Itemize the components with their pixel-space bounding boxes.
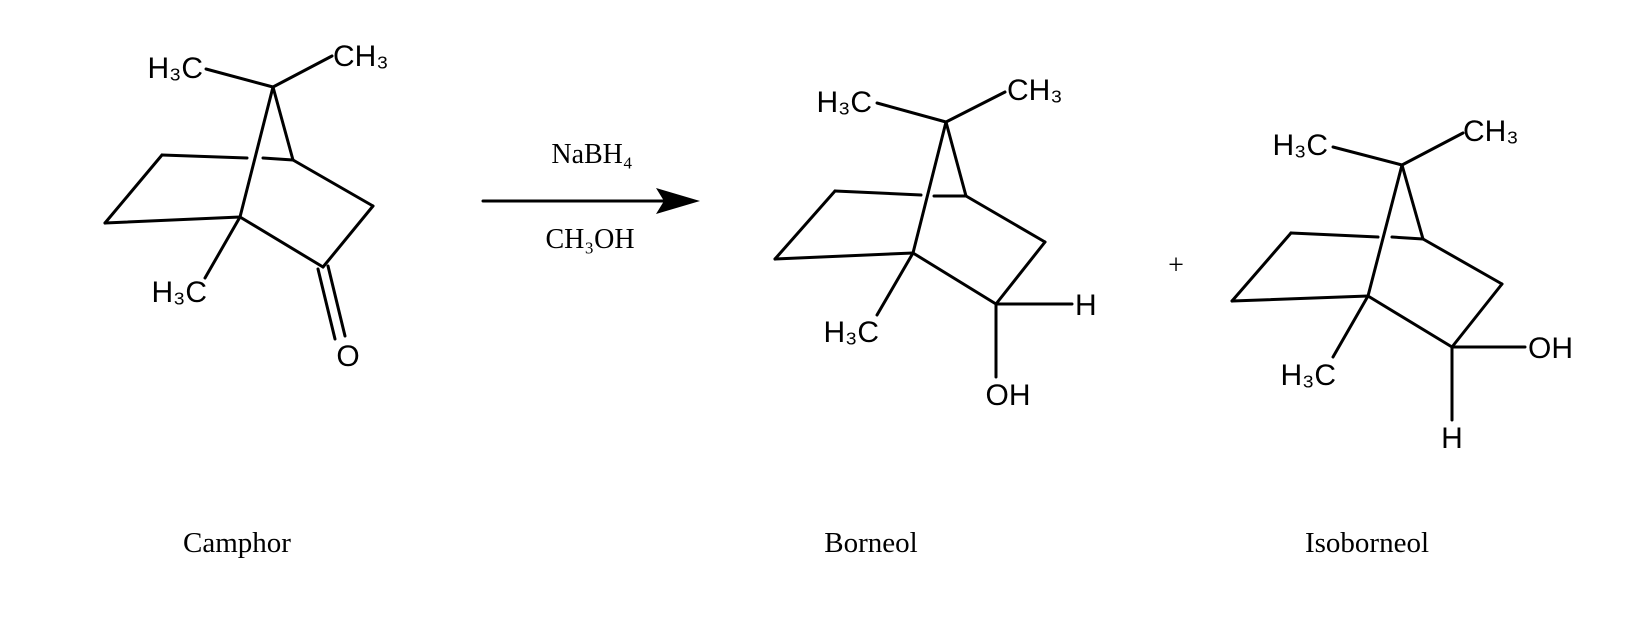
bond: [271, 85, 295, 162]
bond: [911, 251, 998, 306]
isoborneol-bonds: [1230, 131, 1527, 422]
borneol-bonds: [773, 90, 1074, 379]
bond: [1230, 294, 1370, 303]
reaction-arrow: NaBH₄ CH₃OH: [481, 139, 700, 255]
borneol-name: Borneol: [824, 527, 917, 559]
bond: [773, 189, 837, 261]
bond: [261, 156, 295, 162]
borneol-methyl-label: H₃C: [816, 86, 872, 119]
bond: [203, 215, 242, 280]
camphor-oxygen-label: O: [336, 340, 359, 373]
bond: [994, 240, 1047, 306]
isoborneol-methyl-label: CH₃: [1463, 115, 1519, 148]
bond: [238, 85, 275, 219]
bond: [911, 120, 948, 255]
arrow-head: [656, 188, 700, 214]
bond: [1390, 235, 1425, 241]
borneol-hydroxyl-label: OH: [986, 379, 1031, 412]
bond: [204, 67, 275, 89]
bond: [875, 101, 948, 124]
bond: [944, 120, 968, 198]
bond: [1366, 163, 1404, 298]
camphor-name: Camphor: [183, 527, 291, 559]
bond: [1331, 145, 1404, 167]
bond: [103, 215, 242, 225]
bond: [291, 158, 375, 208]
bond: [103, 153, 164, 225]
bond: [1421, 237, 1504, 286]
bond: [944, 90, 1007, 124]
isoborneol-structure: H₃C CH₃ H₃C OH H Isoborneol: [1230, 115, 1573, 559]
camphor-structure: H₃C CH₃ H₃C O Camphor: [103, 40, 389, 559]
reagent-label: NaBH₄: [551, 139, 632, 170]
plus-sign: +: [1168, 250, 1184, 281]
camphor-methyl-label: H₃C: [147, 52, 203, 85]
bond: [773, 251, 915, 261]
borneol-hydrogen-label: H: [1075, 289, 1097, 322]
borneol-methyl-label: H₃C: [823, 316, 879, 349]
bond: [1450, 282, 1504, 349]
bond: [238, 215, 325, 269]
isoborneol-name: Isoborneol: [1305, 527, 1429, 559]
bond: [833, 189, 923, 197]
bond: [1400, 131, 1465, 167]
bond: [964, 194, 1047, 244]
double-bond: [326, 264, 347, 338]
isoborneol-methyl-label: H₃C: [1272, 129, 1328, 162]
bond: [1366, 294, 1454, 349]
camphor-bonds: [103, 54, 375, 341]
borneol-structure: H₃C CH₃ H₃C H OH Borneol: [773, 74, 1097, 559]
isoborneol-hydrogen-label: H: [1441, 422, 1463, 455]
bond: [1400, 163, 1425, 241]
camphor-methyl-label: CH₃: [333, 40, 389, 73]
bond: [321, 204, 375, 269]
bond: [1230, 231, 1293, 303]
bond: [1289, 231, 1380, 239]
bond: [875, 251, 915, 317]
solvent-label: CH₃OH: [545, 224, 634, 255]
bond: [271, 54, 334, 89]
isoborneol-methyl-label: H₃C: [1280, 359, 1336, 392]
borneol-methyl-label: CH₃: [1007, 74, 1063, 107]
bond: [160, 153, 249, 160]
isoborneol-hydroxyl-label: OH: [1528, 332, 1573, 365]
bond: [1331, 294, 1370, 359]
double-bond: [316, 267, 337, 341]
camphor-methyl-label: H₃C: [151, 276, 207, 309]
